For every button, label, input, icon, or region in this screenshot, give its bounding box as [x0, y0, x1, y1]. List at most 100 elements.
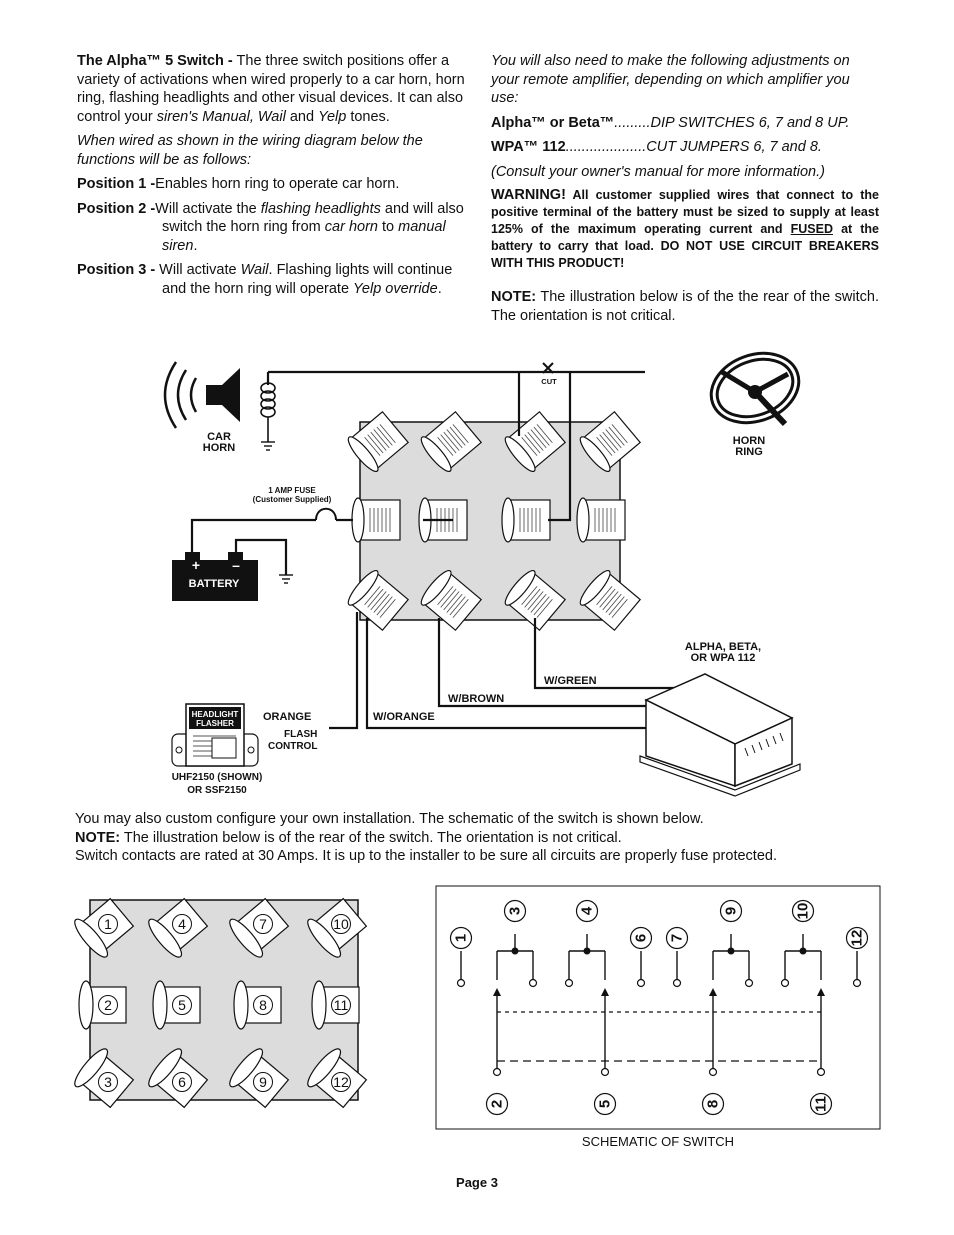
terminal-toggle — [148, 1048, 209, 1109]
terminal-number: 1 — [104, 916, 112, 932]
terminal-number: 8 — [259, 997, 267, 1013]
steering-wheel-icon — [709, 351, 801, 427]
page-number: Page 3 — [456, 1175, 498, 1190]
terminal-toggle — [74, 897, 135, 958]
wiring-diagram: CAR HORN CUT HORN RING 1 AMP FUSE (Custo… — [163, 351, 801, 797]
position-3-text: Will activate — [155, 262, 241, 278]
coil-icon — [260, 382, 276, 442]
position-3-yelp-override: Yelp override — [353, 280, 438, 297]
schematic-terminal-number: 12 — [849, 930, 866, 947]
position-2-text: Will activate the — [155, 200, 261, 217]
battery-icon — [172, 552, 258, 601]
terminal-toggle — [152, 980, 201, 1030]
flasher-model-label: UHF2150 (SHOWN) — [172, 772, 263, 783]
ground-icon — [261, 441, 275, 451]
battery-minus: – — [232, 557, 240, 573]
terminal-number: 11 — [334, 997, 349, 1013]
terminal-toggle — [307, 1048, 368, 1109]
position-3: Position 3 - Will activate Wail. Flashin… — [77, 261, 467, 298]
alpha-label: Alpha™ or Beta™ — [491, 114, 615, 131]
car-horn-label: CAR — [207, 431, 231, 443]
terminal-number: 3 — [104, 1074, 112, 1090]
wpa-label: WPA™ 112 — [491, 139, 566, 155]
warning-label: WARNING! — [491, 187, 566, 203]
terminal-number: 5 — [178, 997, 186, 1013]
horn-ring-label: HORN — [733, 435, 765, 447]
schematic-terminal-number: 1 — [453, 934, 470, 942]
amplifier-label: ALPHA, BETA, — [685, 641, 761, 653]
position-1-text: Enables horn ring to operate car horn. — [155, 176, 400, 192]
schematic-terminal-number: 8 — [705, 1100, 722, 1108]
when-wired-note: When wired as shown in the wiring diagra… — [77, 133, 423, 168]
terminal-toggle — [307, 897, 368, 958]
terminal-number-badge — [172, 1072, 192, 1092]
flasher-label-2: FLASHER — [196, 719, 234, 728]
note-label: NOTE: — [491, 289, 537, 305]
schematic-terminal-badge — [575, 899, 599, 923]
position-3-text-b: . Flashing lights will continue and the … — [162, 262, 453, 297]
intro-and: and — [285, 108, 319, 125]
alpha-setting: Alpha™ or Beta™.........DIP SWITCHES 6, … — [491, 114, 879, 133]
schematic-terminal-badge — [485, 1092, 509, 1116]
position-2-manual-siren: manual siren — [162, 219, 446, 254]
schematic-terminal-badge — [593, 1092, 617, 1116]
terminal-number-badge — [253, 1072, 273, 1092]
position-2-label: Position 2 - — [77, 200, 156, 217]
middle-line-1: You may also custom configure your own i… — [75, 811, 704, 827]
terminal-number-badge — [331, 1072, 351, 1092]
car-horn-label-2: HORN — [203, 442, 235, 454]
flash-control-label-2: CONTROL — [268, 741, 317, 752]
terminal-number: 10 — [333, 916, 349, 932]
intro-tones: tones. — [346, 108, 390, 125]
middle-note-label: NOTE: — [75, 829, 121, 846]
wpa-value: ....................CUT JUMPERS 6, 7 and… — [565, 139, 822, 155]
middle-line-3: Switch contacts are rated at 30 Amps. It… — [75, 848, 777, 864]
position-2-text-b: and will also switch the horn ring from — [162, 200, 464, 236]
schematic-terminal-badge — [845, 926, 869, 950]
orange-label: ORANGE — [263, 711, 311, 723]
position-1: Position 1 -Enables horn ring to operate… — [77, 175, 467, 194]
schematic-terminal-badge — [449, 926, 473, 950]
cut-mark-icon — [542, 362, 554, 374]
terminal-toggle — [148, 897, 209, 958]
horn-ring-label-2: RING — [735, 446, 763, 458]
intro-text: The three switch positions offer a varie… — [77, 53, 465, 125]
battery-ground-icon — [279, 574, 293, 584]
middle-note-text: The illustration below is of the rear of… — [120, 829, 622, 846]
left-column: The Alpha™ 5 Switch - The three switch p… — [77, 52, 467, 304]
schematic-terminal-badge — [503, 899, 527, 923]
wpa-setting: WPA™ 112....................CUT JUMPERS … — [491, 138, 879, 157]
position-2: Position 2 -Will activate the flashing h… — [77, 200, 467, 256]
terminal-toggle — [78, 980, 127, 1030]
fuse-icon — [315, 507, 337, 521]
terminal-toggle — [229, 897, 290, 958]
position-2-period: . — [193, 237, 198, 254]
amplifier-label-2: OR WPA 112 — [691, 652, 756, 664]
terminal-number: 6 — [178, 1074, 186, 1090]
schematic-terminal-number: 4 — [579, 906, 596, 915]
note-paragraph: NOTE: The illustration below is of the t… — [491, 288, 879, 325]
position-2-car-horn: car horn — [324, 219, 378, 235]
flash-control-label: FLASH — [284, 729, 317, 740]
terminal-number: 9 — [259, 1074, 267, 1090]
terminal-number-badge — [98, 914, 118, 934]
warning-text: All customer supplied wires that connect… — [491, 188, 879, 236]
intro-title: The Alpha™ 5 Switch - — [77, 53, 233, 69]
schematic-terminal-number: 5 — [597, 1100, 614, 1108]
schematic-terminal-number: 9 — [723, 907, 740, 915]
intro-paragraph: The Alpha™ 5 Switch - The three switch p… — [77, 52, 467, 126]
terminal-number-badge — [172, 914, 192, 934]
schematic-terminal-number: 2 — [489, 1100, 506, 1108]
schematic-terminal-badge — [791, 899, 815, 923]
fuse-label: 1 AMP FUSE — [268, 486, 316, 495]
w-orange-label: W/ORANGE — [373, 711, 435, 723]
schematic-caption: SCHEMATIC OF SWITCH — [581, 1134, 735, 1149]
terminal-number-badge — [253, 995, 273, 1015]
w-green-label: W/GREEN — [544, 675, 597, 687]
schematic-terminal-number: 3 — [507, 907, 524, 915]
right-column: You will also need to make the following… — [491, 52, 879, 331]
warning-fused: FUSED — [790, 222, 833, 236]
cut-label: CUT — [541, 377, 557, 386]
car-horn-icon — [163, 361, 240, 429]
position-3-wail: Wail — [240, 262, 269, 278]
